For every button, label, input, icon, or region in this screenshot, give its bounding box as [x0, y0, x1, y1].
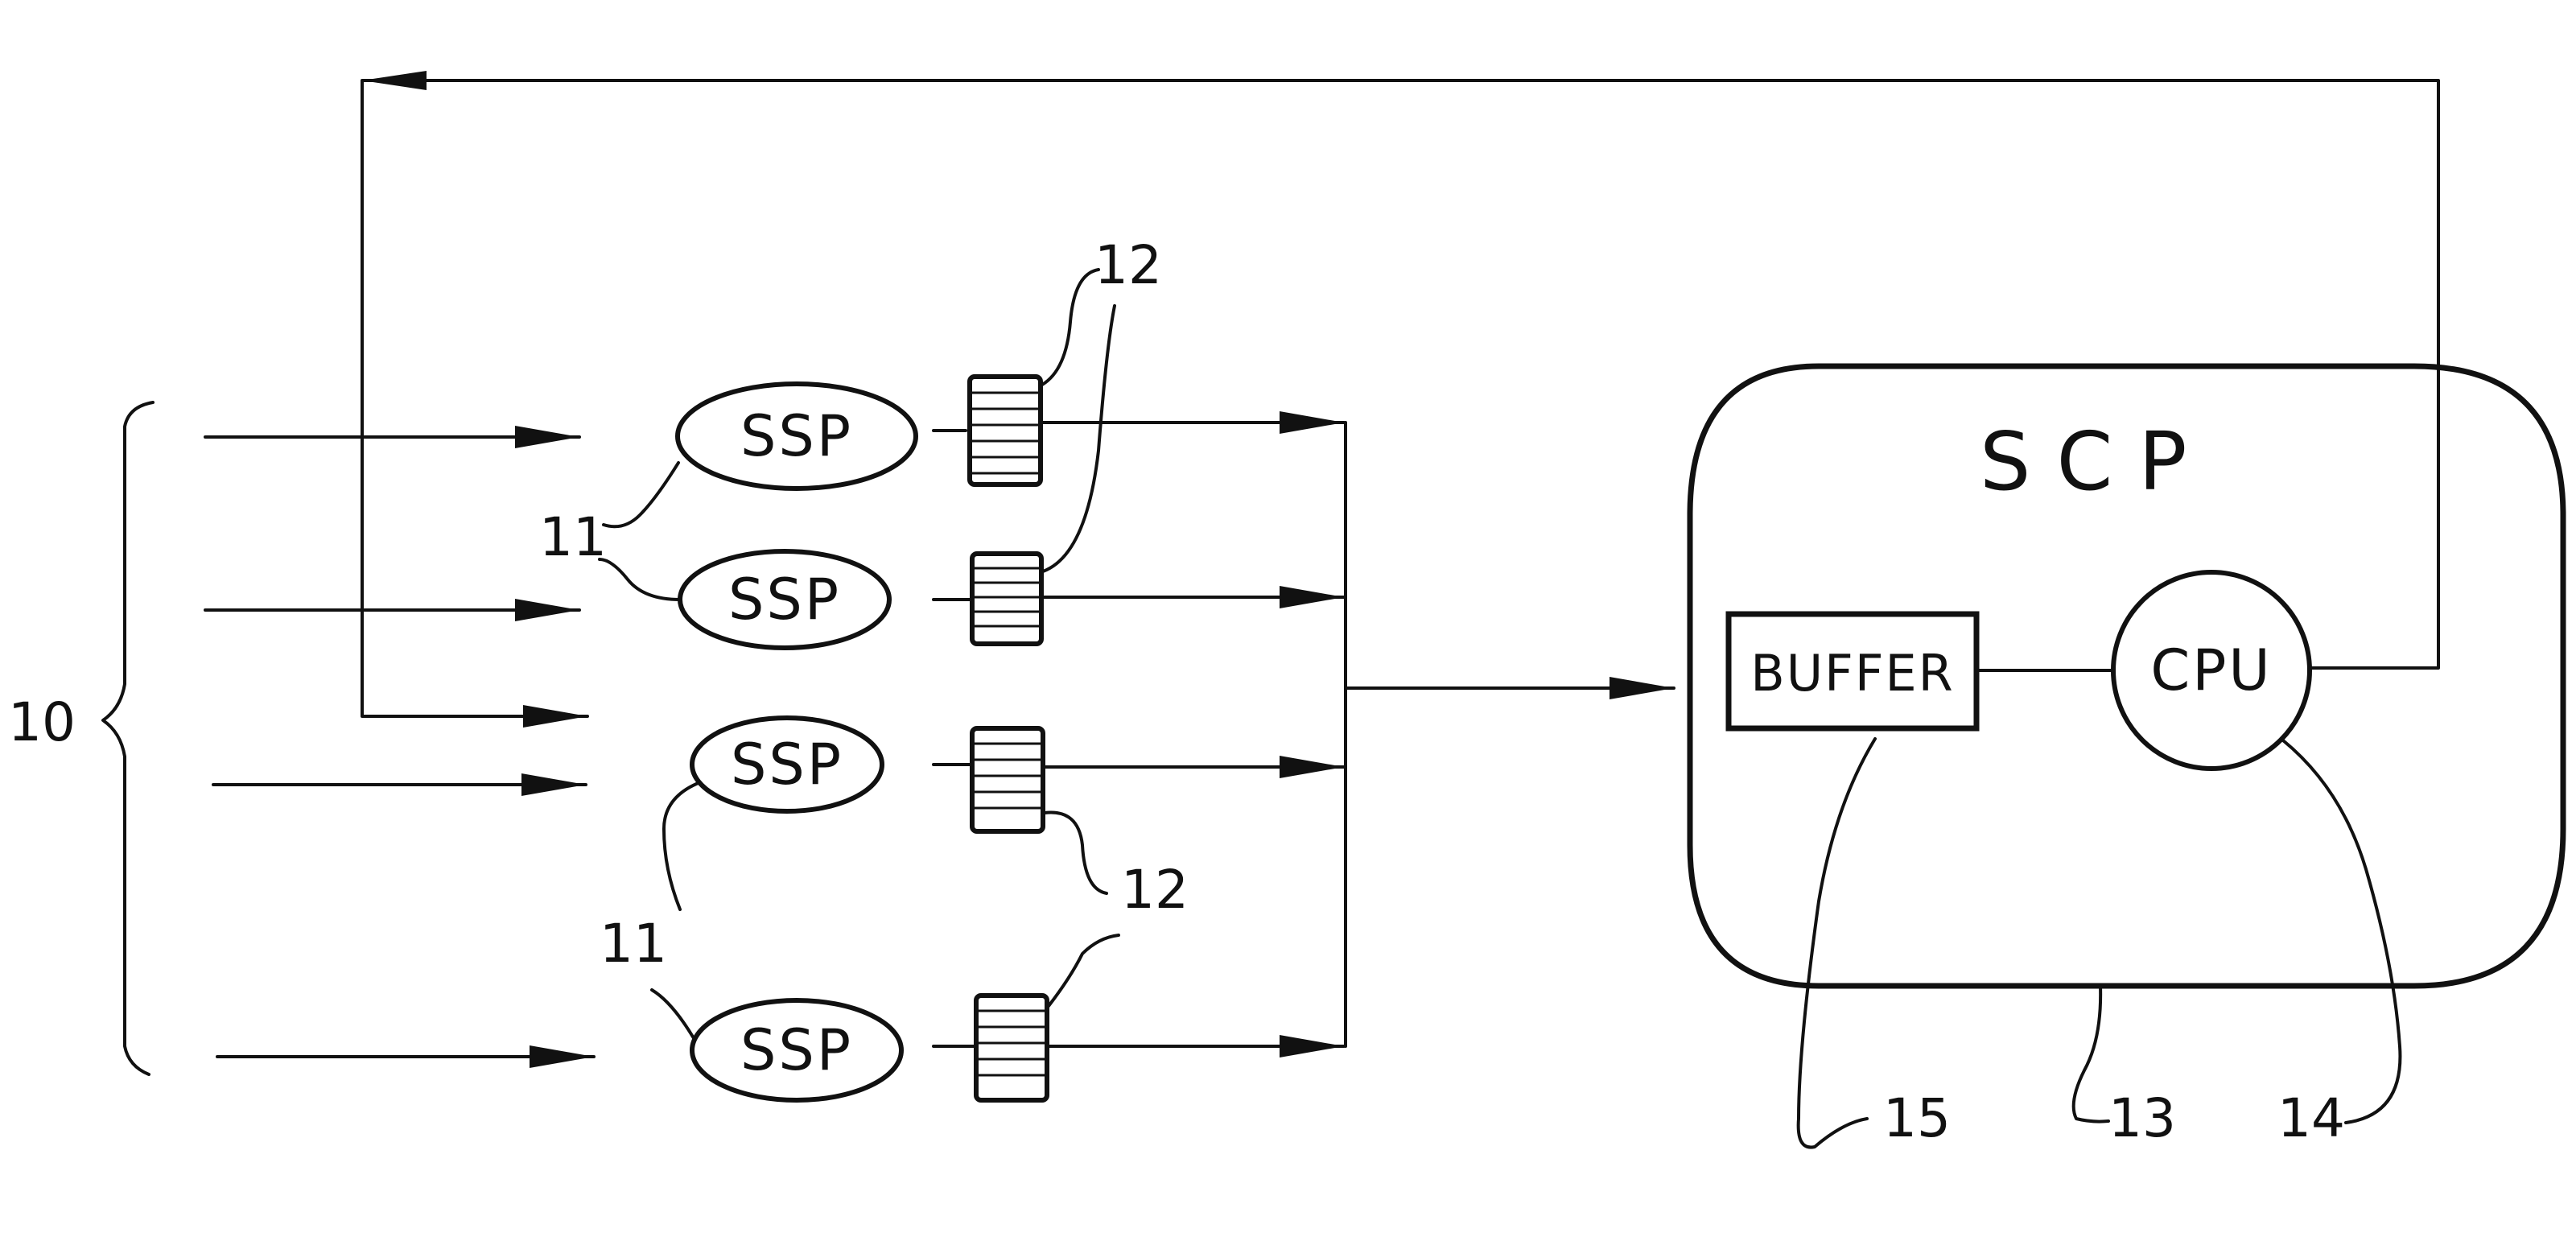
- ssp-node-3: SSP: [692, 718, 882, 811]
- ref-label-scp-box: 13: [2108, 1087, 2176, 1149]
- svg-text:SSP: SSP: [728, 567, 841, 633]
- ref-label-queue-top: 12: [1094, 234, 1162, 296]
- svg-text:BUFFER: BUFFER: [1750, 644, 1955, 703]
- leader-11-d: [652, 990, 694, 1038]
- queue-4: [934, 996, 1047, 1100]
- leader-14: [2283, 740, 2400, 1123]
- ref-label-queue-mid: 12: [1121, 859, 1189, 921]
- leader-13: [2074, 986, 2108, 1122]
- svg-text:SSP: SSP: [740, 1017, 853, 1083]
- ssp-node-1: SSP: [678, 384, 916, 489]
- buffer-block: BUFFER: [1729, 614, 1976, 728]
- queue-2: [934, 554, 1041, 644]
- ssp-node-4: SSP: [692, 1000, 901, 1100]
- leader-12-d: [1049, 935, 1119, 1006]
- leader-11-a: [604, 463, 678, 526]
- cpu-block: CPU: [2113, 572, 2310, 769]
- leader-12-a: [1042, 270, 1098, 385]
- leader-12-b: [1043, 306, 1115, 571]
- svg-text:CPU: CPU: [2150, 637, 2272, 703]
- svg-text:SSP: SSP: [740, 403, 853, 469]
- leader-12-c: [1045, 813, 1107, 894]
- ref-label-ssp-a: 11: [539, 506, 607, 568]
- leader-11-b: [600, 559, 680, 600]
- ref-label-buffer: 15: [1883, 1087, 1951, 1149]
- scp-title: SCP: [1980, 414, 2213, 509]
- ssp-node-2: SSP: [680, 551, 889, 648]
- feedback-arrowhead-top: [362, 71, 427, 90]
- ref-label-group: 10: [8, 691, 76, 753]
- ref-label-cpu: 14: [2277, 1087, 2345, 1149]
- group-brace: [103, 402, 153, 1074]
- leader-15: [1799, 739, 1875, 1148]
- queue-1: [934, 377, 1041, 484]
- svg-text:SSP: SSP: [731, 732, 843, 798]
- leader-11-c: [664, 782, 700, 909]
- queue-3: [934, 728, 1043, 831]
- ref-label-ssp-b: 11: [600, 913, 667, 975]
